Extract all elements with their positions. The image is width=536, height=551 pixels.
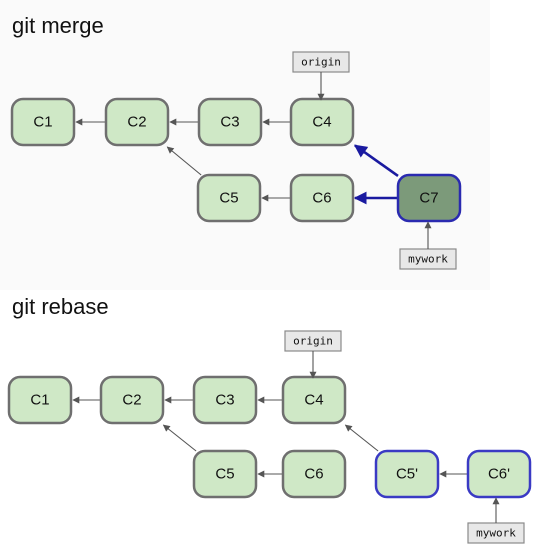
edge-c5-to-c2: [166, 146, 202, 176]
commit-box: [7, 375, 73, 425]
commit-label: C5: [215, 466, 234, 483]
commit-label: C2: [122, 392, 141, 409]
ref-label: mywork: [408, 253, 448, 266]
commit-box: [281, 449, 347, 499]
commit-label: C6': [488, 466, 510, 483]
commit-c5p: C5': [374, 449, 440, 499]
commit-c4: C4: [281, 375, 347, 425]
commit-box: [196, 173, 262, 223]
commit-c5: C5: [192, 449, 258, 499]
edge-c7-to-c4: [353, 144, 399, 178]
commit-c2: C2: [104, 97, 170, 147]
commit-box: [466, 449, 532, 499]
commit-box: [289, 173, 355, 223]
ref-origin: origin: [292, 51, 350, 101]
commit-c3: C3: [197, 97, 263, 147]
commit-box: [104, 97, 170, 147]
commit-label: C5': [396, 466, 418, 483]
commit-box: [99, 375, 165, 425]
commit-c1: C1: [10, 97, 76, 147]
ref-mywork: mywork: [399, 221, 457, 270]
commit-c2: C2: [99, 375, 165, 425]
commit-label: C4: [304, 392, 323, 409]
commit-label: C2: [127, 114, 146, 131]
commit-c6: C6: [289, 173, 355, 223]
commit-label: C4: [312, 114, 331, 131]
commit-c5: C5: [196, 173, 262, 223]
commit-box: [10, 97, 76, 147]
ref-label: origin: [301, 56, 341, 69]
commit-label: C1: [30, 392, 49, 409]
commit-box: [192, 375, 258, 425]
ref-mywork: mywork: [467, 497, 525, 544]
commit-c6: C6: [281, 449, 347, 499]
commit-box: [374, 449, 440, 499]
commit-c1: C1: [7, 375, 73, 425]
ref-label: origin: [293, 335, 333, 348]
rebase-title: git rebase: [12, 294, 109, 319]
commit-c6p: C6': [466, 449, 532, 499]
commit-label: C1: [33, 114, 52, 131]
commit-box: [197, 97, 263, 147]
ref-origin: origin: [284, 330, 342, 379]
commit-c4: C4: [289, 97, 355, 147]
ref-label: mywork: [476, 527, 516, 540]
commit-box: [396, 173, 462, 223]
commit-label: C7: [419, 190, 438, 207]
commit-label: C5: [219, 190, 238, 207]
commit-label: C6: [312, 190, 331, 207]
commit-label: C3: [215, 392, 234, 409]
commit-box: [192, 449, 258, 499]
edge-c5-to-c2: [162, 424, 197, 452]
commit-c7: C7: [396, 173, 462, 223]
edge-c5p-to-c4: [344, 424, 379, 452]
commit-label: C6: [304, 466, 323, 483]
commit-label: C3: [220, 114, 239, 131]
merge-title: git merge: [12, 13, 104, 38]
commit-c3: C3: [192, 375, 258, 425]
